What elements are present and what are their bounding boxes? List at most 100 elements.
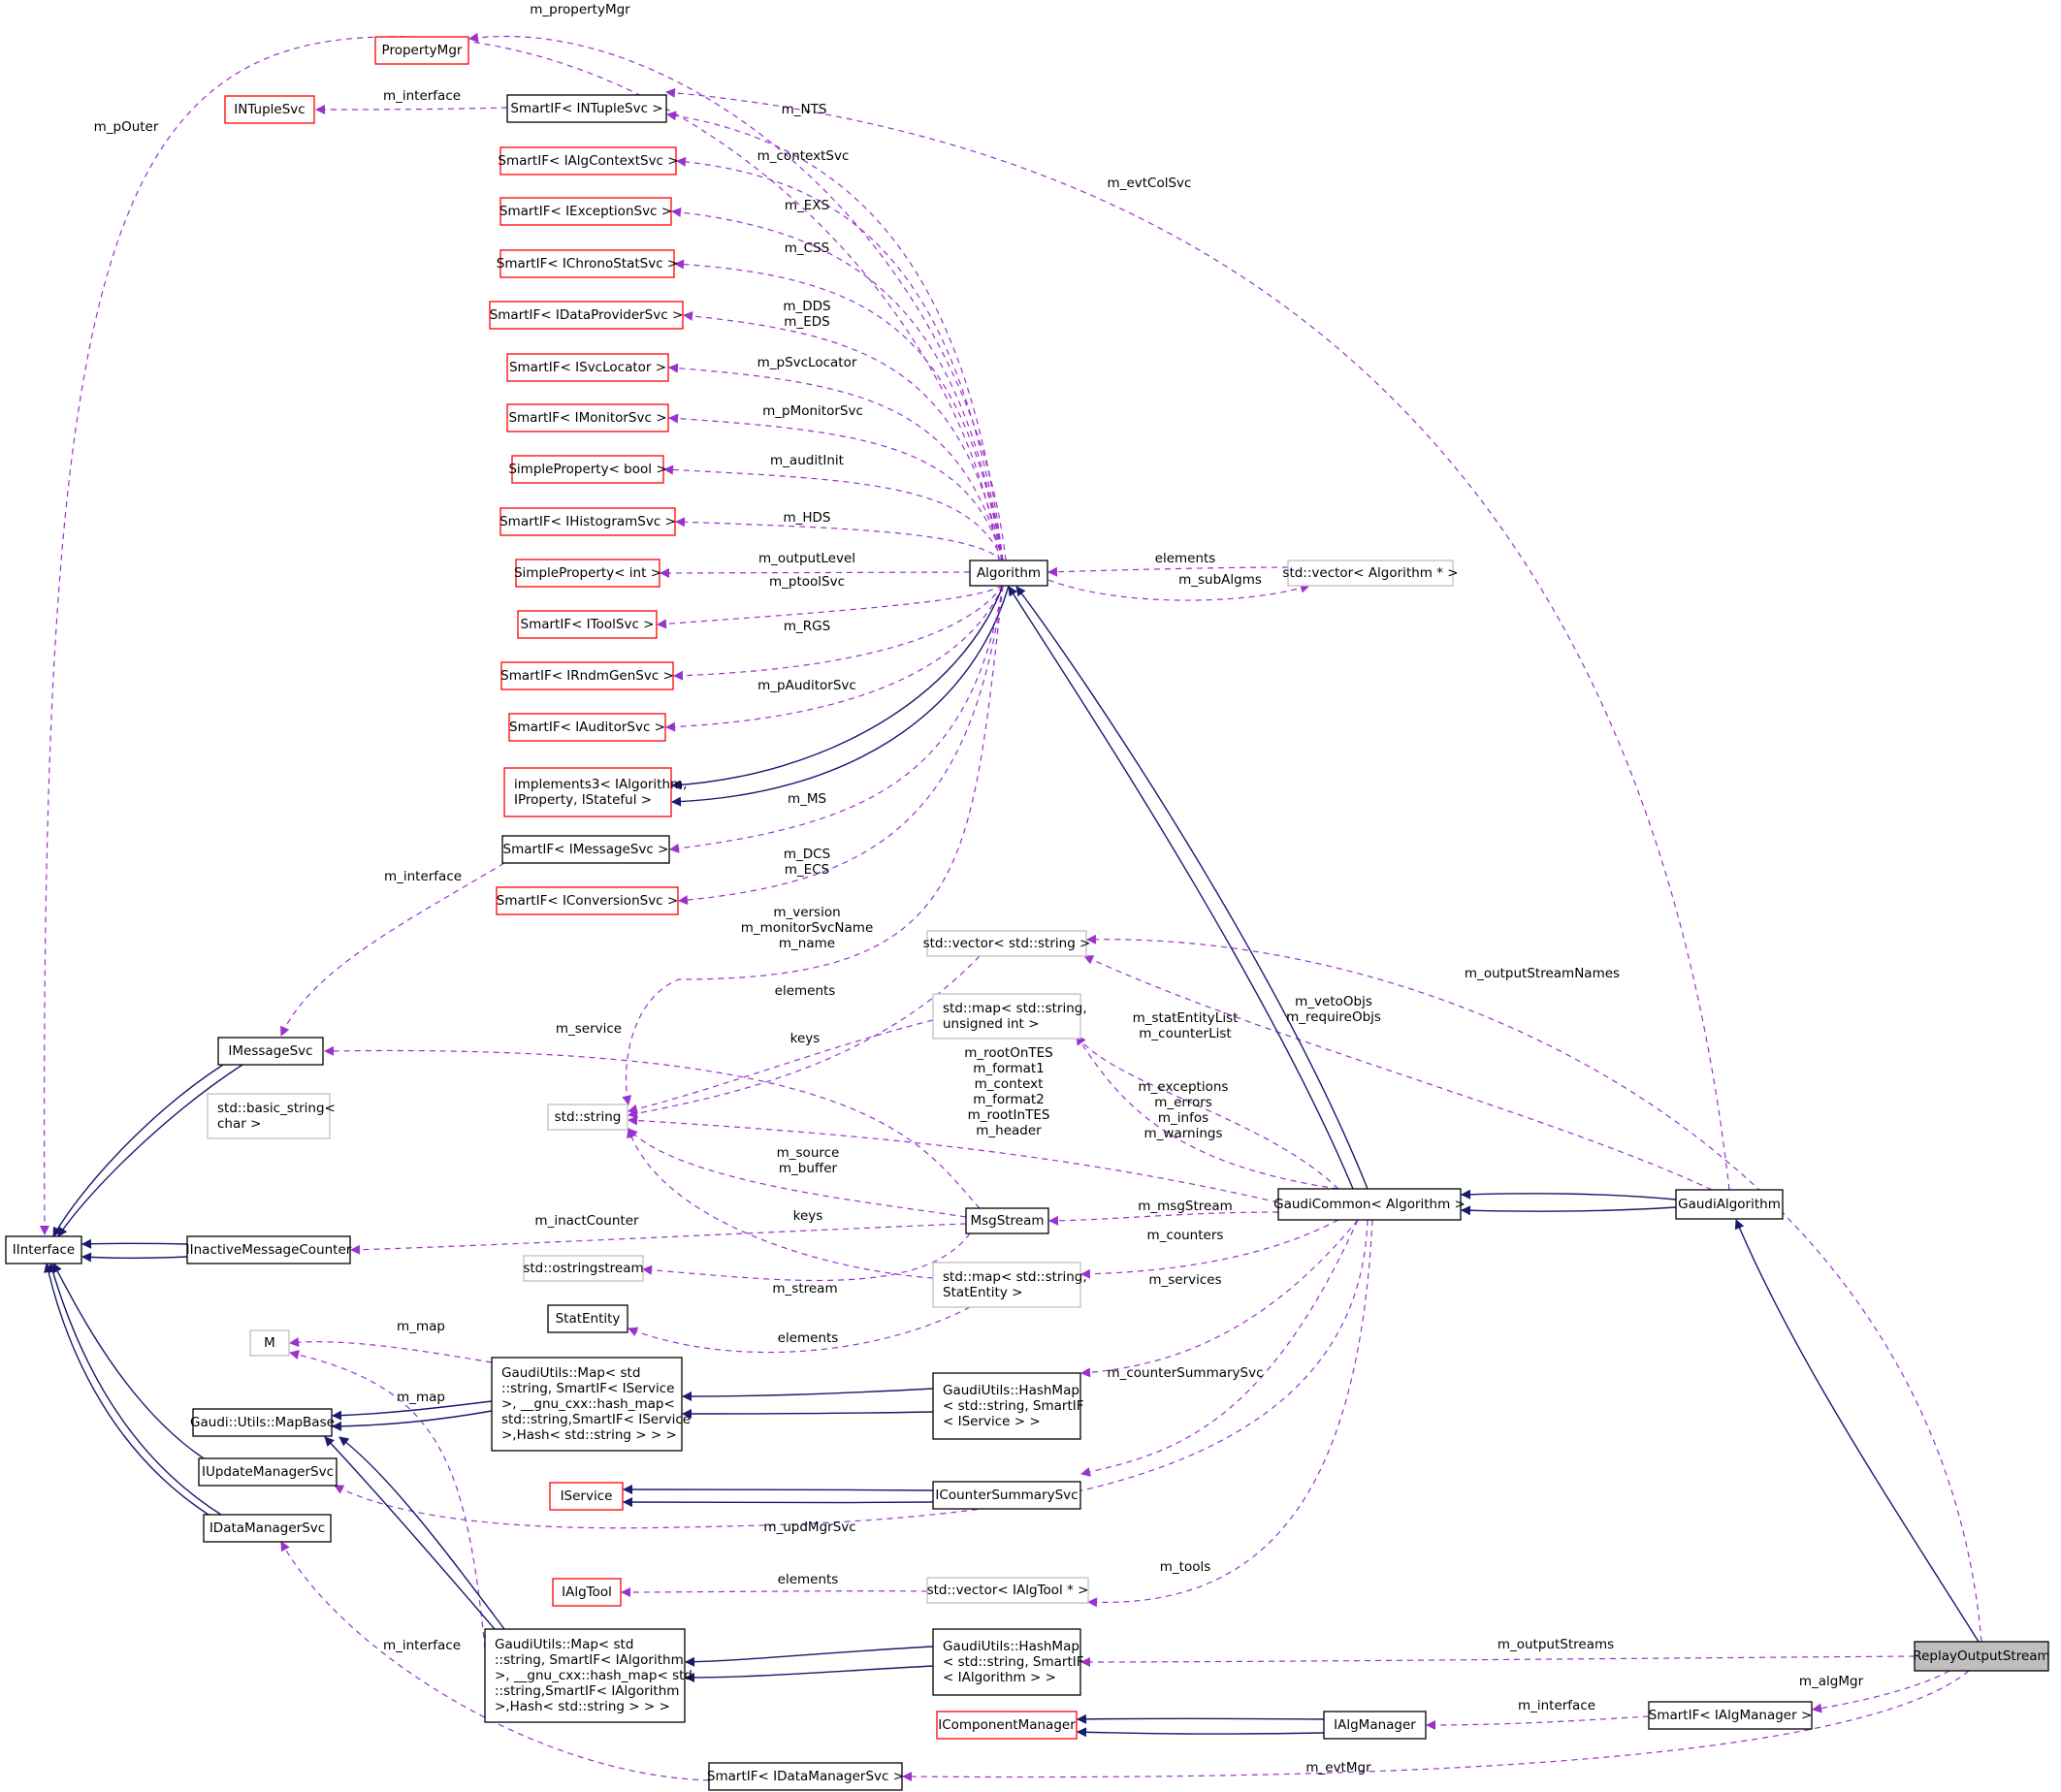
- class-node-SmartIF_IToolSvc[interactable]: SmartIF< IToolSvc >: [517, 610, 658, 639]
- class-node-GaudiCommon[interactable]: GaudiCommon< Algorithm >: [1273, 1188, 1465, 1221]
- class-node-SmartIF_IRndmGenSvc[interactable]: SmartIF< IRndmGenSvc >: [500, 661, 674, 690]
- class-node-SmartIF_ISvcLocator[interactable]: SmartIF< ISvcLocator >: [506, 353, 669, 382]
- class-node-box: [499, 507, 676, 536]
- class-node-GaudiAlgorithm[interactable]: GaudiAlgorithm: [1675, 1189, 1784, 1220]
- inheritance-edge-IAlgManager-to-IComponentManager: [1077, 1727, 1325, 1738]
- class-node-SmartIF_IMessageSvc[interactable]: SmartIF< IMessageSvc >: [501, 835, 670, 864]
- edge-label: m_HDS: [783, 510, 830, 526]
- class-node-std_string[interactable]: std::string: [547, 1104, 628, 1131]
- usage-edge-vector_Algorithm-to-Algorithm: [1047, 566, 1289, 577]
- usage-edge-GaudiCommon-to-std_string: [628, 1115, 1279, 1203]
- class-node-label: >,Hash< std::string > > >: [495, 1699, 670, 1714]
- class-node-label: SimpleProperty< int >: [514, 565, 661, 581]
- class-node-box: [926, 1577, 1089, 1604]
- edge-label: m_updMgrSvc: [763, 1520, 855, 1535]
- class-node-label: GaudiUtils::HashMap: [943, 1383, 1079, 1398]
- class-node-PropertyMgr[interactable]: PropertyMgr: [374, 36, 469, 65]
- usage-edge-SmartIF_IDataManagerSvc-to-IDataManagerSvc: [280, 1541, 710, 1781]
- inheritance-edge-ICounterSummarySvc-to-IService: [623, 1485, 934, 1495]
- usage-edge-Algorithm-to-SmartIF_IRndmGenSvc: [673, 585, 1004, 681]
- class-node-label: SmartIF< IRndmGenSvc >: [500, 668, 674, 684]
- class-node-IDataManagerSvc[interactable]: IDataManagerSvc: [203, 1514, 332, 1543]
- usage-edge-GaudiCommon-to-vector_IAlgTool: [1087, 1219, 1373, 1608]
- inheritance-edge-IAlgManager-to-IComponentManager: [1077, 1713, 1325, 1724]
- class-node-box: [506, 94, 667, 123]
- class-node-IUpdateManagerSvc[interactable]: IUpdateManagerSvc: [198, 1457, 338, 1487]
- class-node-map_string_StatEntity[interactable]: std::map< std::string,StatEntity >: [932, 1262, 1087, 1308]
- class-node-SmartIF_INTupleSvc[interactable]: SmartIF< INTupleSvc >: [506, 94, 667, 123]
- class-node-SmartIF_IChronoStatSvc[interactable]: SmartIF< IChronoStatSvc >: [497, 249, 679, 278]
- class-node-vector_string[interactable]: std::vector< std::string >: [923, 930, 1091, 957]
- class-node-label: PropertyMgr: [382, 43, 463, 58]
- class-node-GUMap_IService[interactable]: GaudiUtils::Map< std::string, SmartIF< I…: [491, 1357, 691, 1452]
- class-node-M[interactable]: M: [249, 1329, 290, 1357]
- class-node-vector_IAlgTool[interactable]: std::vector< IAlgTool * >: [926, 1577, 1089, 1604]
- class-node-SimpleProperty_bool[interactable]: SimpleProperty< bool >: [508, 455, 667, 484]
- class-node-label: ICounterSummarySvc: [935, 1488, 1078, 1503]
- usage-edge-GUMap_IService-to-M: [289, 1337, 493, 1363]
- class-node-box: [1277, 1188, 1462, 1221]
- usage-edge-Algorithm-to-SmartIF_INTupleSvc: [666, 111, 1004, 561]
- class-node-box: [500, 661, 674, 690]
- class-node-ICounterSummarySvc[interactable]: ICounterSummarySvc: [932, 1481, 1081, 1510]
- class-node-basic_string[interactable]: std::basic_string<char >: [207, 1093, 336, 1139]
- class-node-IAlgTool[interactable]: IAlgTool: [552, 1578, 622, 1607]
- edge-label: m_rootOnTES: [964, 1045, 1053, 1061]
- class-node-SmartIF_IMonitorSvc[interactable]: SmartIF< IMonitorSvc >: [506, 403, 669, 432]
- usage-edge-GaudiCommon-to-MsgStream: [1048, 1211, 1279, 1226]
- class-node-label: IService: [561, 1488, 613, 1504]
- class-node-SmartIF_IExceptionSvc[interactable]: SmartIF< IExceptionSvc >: [499, 197, 672, 226]
- class-node-IAlgManager[interactable]: IAlgManager: [1323, 1711, 1427, 1740]
- class-node-box: [506, 403, 669, 432]
- class-node-IMessageSvc[interactable]: IMessageSvc: [217, 1037, 324, 1066]
- class-node-IComponentManager[interactable]: IComponentManager: [936, 1711, 1078, 1740]
- class-node-SmartIF_IAuditorSvc[interactable]: SmartIF< IAuditorSvc >: [508, 713, 666, 742]
- usage-edge-Algorithm-to-SmartIF_IMessageSvc: [669, 585, 1004, 853]
- class-node-SmartIF_IHistogramSvc[interactable]: SmartIF< IHistogramSvc >: [499, 507, 676, 536]
- class-node-box: [1648, 1701, 1813, 1730]
- usage-edge-GaudiCommon-to-map_string_StatEntity: [1080, 1219, 1339, 1279]
- class-node-box: [965, 1207, 1049, 1234]
- class-node-label: SmartIF< IToolSvc >: [521, 617, 655, 632]
- class-node-HashMap_IAlgorithm[interactable]: GaudiUtils::HashMap< std::string, SmartI…: [932, 1628, 1084, 1696]
- class-node-MsgStream[interactable]: MsgStream: [965, 1207, 1049, 1234]
- class-node-map_string_uint[interactable]: std::map< std::string,unsigned int >: [932, 993, 1087, 1040]
- edge-label: m_ptoolSvc: [769, 574, 845, 590]
- class-node-SmartIF_IConversionSvc[interactable]: SmartIF< IConversionSvc >: [496, 886, 679, 915]
- class-node-SmartIF_IAlgManager[interactable]: SmartIF< IAlgManager >: [1648, 1701, 1813, 1730]
- class-node-implements3[interactable]: implements3< IAlgorithm,IProperty, IStat…: [503, 767, 687, 817]
- class-node-GUMap_IAlgorithm[interactable]: GaudiUtils::Map< std::string, SmartIF< I…: [484, 1628, 692, 1723]
- class-node-SmartIF_IDataManagerSvc[interactable]: SmartIF< IDataManagerSvc >: [707, 1762, 904, 1791]
- edge-label: m_stream: [772, 1281, 837, 1296]
- class-node-SimpleProperty_int[interactable]: SimpleProperty< int >: [514, 559, 661, 588]
- class-node-HashMap_IService[interactable]: GaudiUtils::HashMap< std::string, SmartI…: [932, 1372, 1084, 1440]
- class-node-SmartIF_IDataProviderSvc[interactable]: SmartIF< IDataProviderSvc >: [489, 301, 684, 330]
- class-node-ReplayOutputStream[interactable]: ReplayOutputStream: [1913, 1641, 2050, 1672]
- class-node-vector_Algorithm[interactable]: std::vector< Algorithm * >: [1282, 560, 1459, 587]
- inheritance-edge-IDataManagerSvc-to-IInterface: [48, 1263, 222, 1516]
- class-node-box: [547, 1304, 628, 1333]
- class-node-SmartIF_IAlgContextSvc[interactable]: SmartIF< IAlgContextSvc >: [498, 146, 679, 176]
- inheritance-edge-IMessageSvc-to-IInterface: [57, 1064, 243, 1237]
- edge-label: m_counterSummarySvc: [1107, 1365, 1263, 1381]
- class-node-MapBase[interactable]: Gaudi::Utils::MapBase: [190, 1408, 335, 1437]
- edge-label: m_monitorSvcName: [741, 920, 874, 936]
- class-node-StatEntity[interactable]: StatEntity: [547, 1304, 628, 1333]
- edge-label: m_NTS: [782, 102, 827, 117]
- edge-label: m_propertyMgr: [530, 2, 630, 17]
- class-node-IService[interactable]: IService: [549, 1482, 624, 1511]
- edge-label: m_inactCounter: [534, 1213, 639, 1229]
- class-node-box: [374, 36, 469, 65]
- class-node-box: [489, 301, 684, 330]
- class-node-INTupleSvc[interactable]: INTupleSvc: [224, 95, 315, 124]
- edge-label: m_pAuditorSvc: [757, 678, 856, 693]
- class-node-Algorithm[interactable]: Algorithm: [969, 560, 1048, 587]
- class-node-IInactiveMessageCounter[interactable]: IInactiveMessageCounter: [186, 1235, 352, 1264]
- class-node-IInterface[interactable]: IInterface: [5, 1235, 82, 1264]
- edge-label: m_errors: [1154, 1095, 1212, 1110]
- usage-edge-ReplayOutputStream-to-SmartIF_IDataManagerSvc: [902, 1670, 1970, 1782]
- class-node-ostringstream[interactable]: std::ostringstream: [523, 1255, 644, 1282]
- edge-label: m_auditInit: [770, 453, 844, 468]
- class-node-box: [932, 1481, 1081, 1510]
- usage-edge-Algorithm-to-SmartIF_IAlgContextSvc: [676, 156, 1004, 561]
